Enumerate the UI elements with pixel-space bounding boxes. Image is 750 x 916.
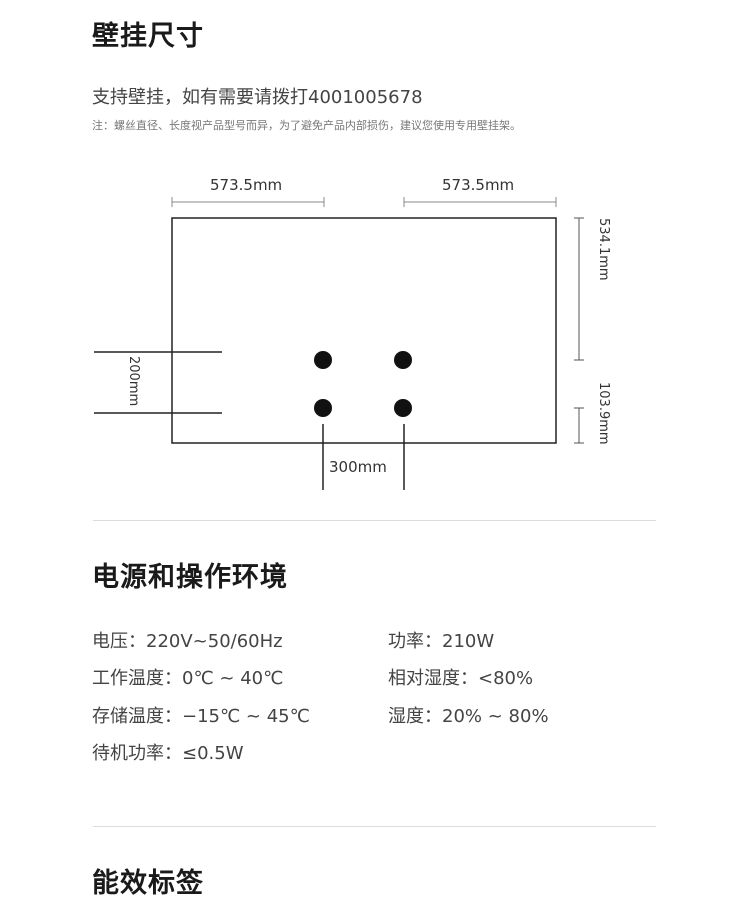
dim-label-top-right: 573.5mm <box>442 176 515 194</box>
dim-line-bottom <box>322 424 405 490</box>
spec-value: 20% ~ 80% <box>442 706 549 727</box>
wall-mount-drawing <box>94 197 584 490</box>
wall-mount-note: 注：螺丝直径、长度视产品型号而异，为了避免产品内部损伤，建议您使用专用壁挂架。 <box>92 119 521 132</box>
mount-hole <box>314 399 332 417</box>
dim-label-right-upper: 534.1mm <box>596 218 611 281</box>
energy-label-title: 能效标签 <box>92 868 204 899</box>
spec-standby-power: 待机功率：≤0.5W <box>92 739 244 765</box>
dim-label-top-left: 573.5mm <box>210 176 283 194</box>
wall-mount-title: 壁挂尺寸 <box>92 21 204 52</box>
section-divider <box>93 826 656 827</box>
spec-key: 功率： <box>388 631 442 652</box>
spec-value: <80% <box>478 668 534 689</box>
dim-line-left <box>94 351 222 414</box>
spec-key: 存储温度： <box>92 706 182 727</box>
spec-key: 电压： <box>92 631 146 652</box>
dim-label-right-lower: 103.9mm <box>596 382 611 445</box>
spec-relative-humidity: 相对湿度：<80% <box>388 664 533 690</box>
spec-storage-temp: 存储温度：−15℃ ~ 45℃ <box>92 702 310 728</box>
wall-mount-support-text: 支持壁挂，如有需要请拨打4001005678 <box>92 87 423 108</box>
dim-line-right-upper <box>574 217 584 361</box>
mount-hole <box>314 351 332 369</box>
mount-hole <box>394 399 412 417</box>
dim-line-top-right <box>403 197 557 207</box>
spec-power: 功率：210W <box>388 627 494 653</box>
dim-label-left-spacing: 200mm <box>126 356 141 407</box>
wall-mount-diagram: 573.5mm 573.5mm 534.1mm 103.9mm 200mm 30… <box>0 160 750 500</box>
spec-value: −15℃ ~ 45℃ <box>182 706 310 727</box>
power-title: 电源和操作环境 <box>92 562 288 593</box>
spec-key: 相对湿度： <box>388 668 478 689</box>
dim-label-bottom-spacing: 300mm <box>329 458 387 476</box>
spec-key: 湿度： <box>388 706 442 727</box>
spec-key: 工作温度： <box>92 668 182 689</box>
dim-line-top-left <box>171 197 325 207</box>
tv-outline <box>171 217 557 444</box>
spec-value: 0℃ ~ 40℃ <box>182 668 284 689</box>
spec-value: 210W <box>442 631 495 652</box>
mount-hole <box>394 351 412 369</box>
spec-value: 220V~50/60Hz <box>146 631 283 652</box>
spec-voltage: 电压：220V~50/60Hz <box>92 627 283 653</box>
spec-humidity: 湿度：20% ~ 80% <box>388 702 549 728</box>
spec-value: ≤0.5W <box>182 743 244 764</box>
spec-operating-temp: 工作温度：0℃ ~ 40℃ <box>92 664 283 690</box>
spec-key: 待机功率： <box>92 743 182 764</box>
dim-line-right-lower <box>574 407 584 444</box>
section-divider <box>93 520 656 521</box>
